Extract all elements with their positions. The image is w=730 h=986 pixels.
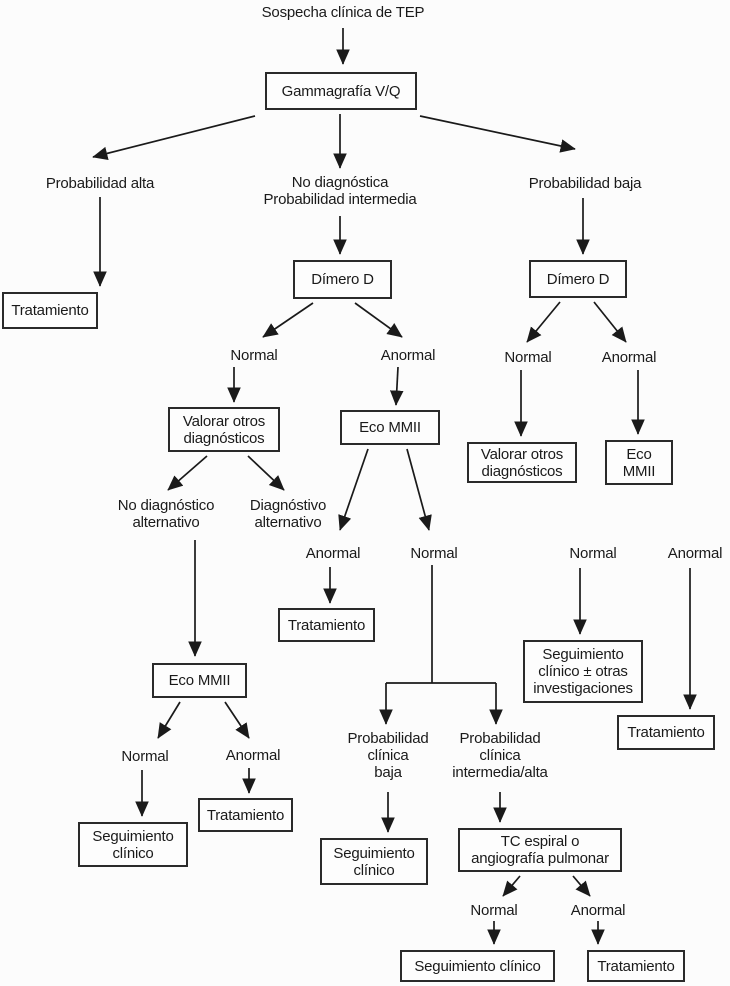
box-dimero-d-mid: Dímero D bbox=[293, 260, 392, 299]
label-probabilidad-clinica-baja: Probabilidad clínica baja bbox=[347, 730, 429, 781]
box-eco-mmii-baja: Eco MMII bbox=[605, 440, 673, 485]
label-probabilidad-clinica-intermedia-alta: Probabilidad clínica intermedia/alta bbox=[452, 730, 548, 781]
box-gammagrafia-vq: Gammagrafía V/Q bbox=[265, 72, 417, 110]
label-anormal-eco-mid: Anormal bbox=[305, 545, 361, 562]
label-probabilidad-baja: Probabilidad baja bbox=[528, 175, 642, 192]
label-normal-dimero-baja: Normal bbox=[504, 349, 552, 366]
box-seguimiento-clinico-alt: Seguimiento clínico bbox=[78, 822, 188, 867]
box-valorar-otros-diagnosticos-baja: Valorar otros diagnósticos bbox=[467, 442, 577, 483]
label-normal-eco-alt: Normal bbox=[121, 748, 169, 765]
box-dimero-d-baja: Dímero D bbox=[529, 260, 627, 298]
box-eco-mmii-mid: Eco MMII bbox=[340, 410, 440, 445]
label-anormal-tc: Anormal bbox=[570, 902, 626, 919]
box-tratamiento-eco-baja: Tratamiento bbox=[617, 715, 715, 750]
box-tratamiento-eco-mid: Tratamiento bbox=[278, 608, 375, 642]
label-normal-tc: Normal bbox=[470, 902, 518, 919]
box-seguimiento-clinico-tc: Seguimiento clínico bbox=[400, 950, 555, 982]
box-tratamiento-alt: Tratamiento bbox=[198, 798, 293, 832]
label-start: Sospecha clínica de TEP bbox=[261, 4, 425, 21]
label-anormal-eco-baja: Anormal bbox=[667, 545, 723, 562]
label-probabilidad-alta: Probabilidad alta bbox=[45, 175, 155, 192]
label-anormal-dimero-mid: Anormal bbox=[380, 347, 436, 364]
label-no-diagnostica: No diagnóstica Probabilidad intermedia bbox=[263, 174, 417, 208]
box-tc-espiral-angiografia: TC espiral o angiografía pulmonar bbox=[458, 828, 622, 872]
label-diagnostico-alternativo: Diagnóstivo alternativo bbox=[249, 497, 327, 531]
label-anormal-eco-alt: Anormal bbox=[225, 747, 281, 764]
label-normal-dimero-mid: Normal bbox=[230, 347, 278, 364]
box-seguimiento-clinico-otras-investigaciones: Seguimiento clínico ± otras investigacio… bbox=[523, 640, 643, 703]
label-normal-eco-baja: Normal bbox=[569, 545, 617, 562]
box-valorar-otros-diagnosticos-mid: Valorar otros diagnósticos bbox=[168, 407, 280, 452]
box-tratamiento-tc: Tratamiento bbox=[587, 950, 685, 982]
label-normal-eco-mid: Normal bbox=[410, 545, 458, 562]
box-seguimiento-clinico-baja: Seguimiento clínico bbox=[320, 838, 428, 885]
box-eco-mmii-alt: Eco MMII bbox=[152, 663, 247, 698]
label-no-diagnostico-alternativo: No diagnóstico alternativo bbox=[117, 497, 215, 531]
label-anormal-dimero-baja: Anormal bbox=[601, 349, 657, 366]
box-tratamiento-alta: Tratamiento bbox=[2, 292, 98, 329]
